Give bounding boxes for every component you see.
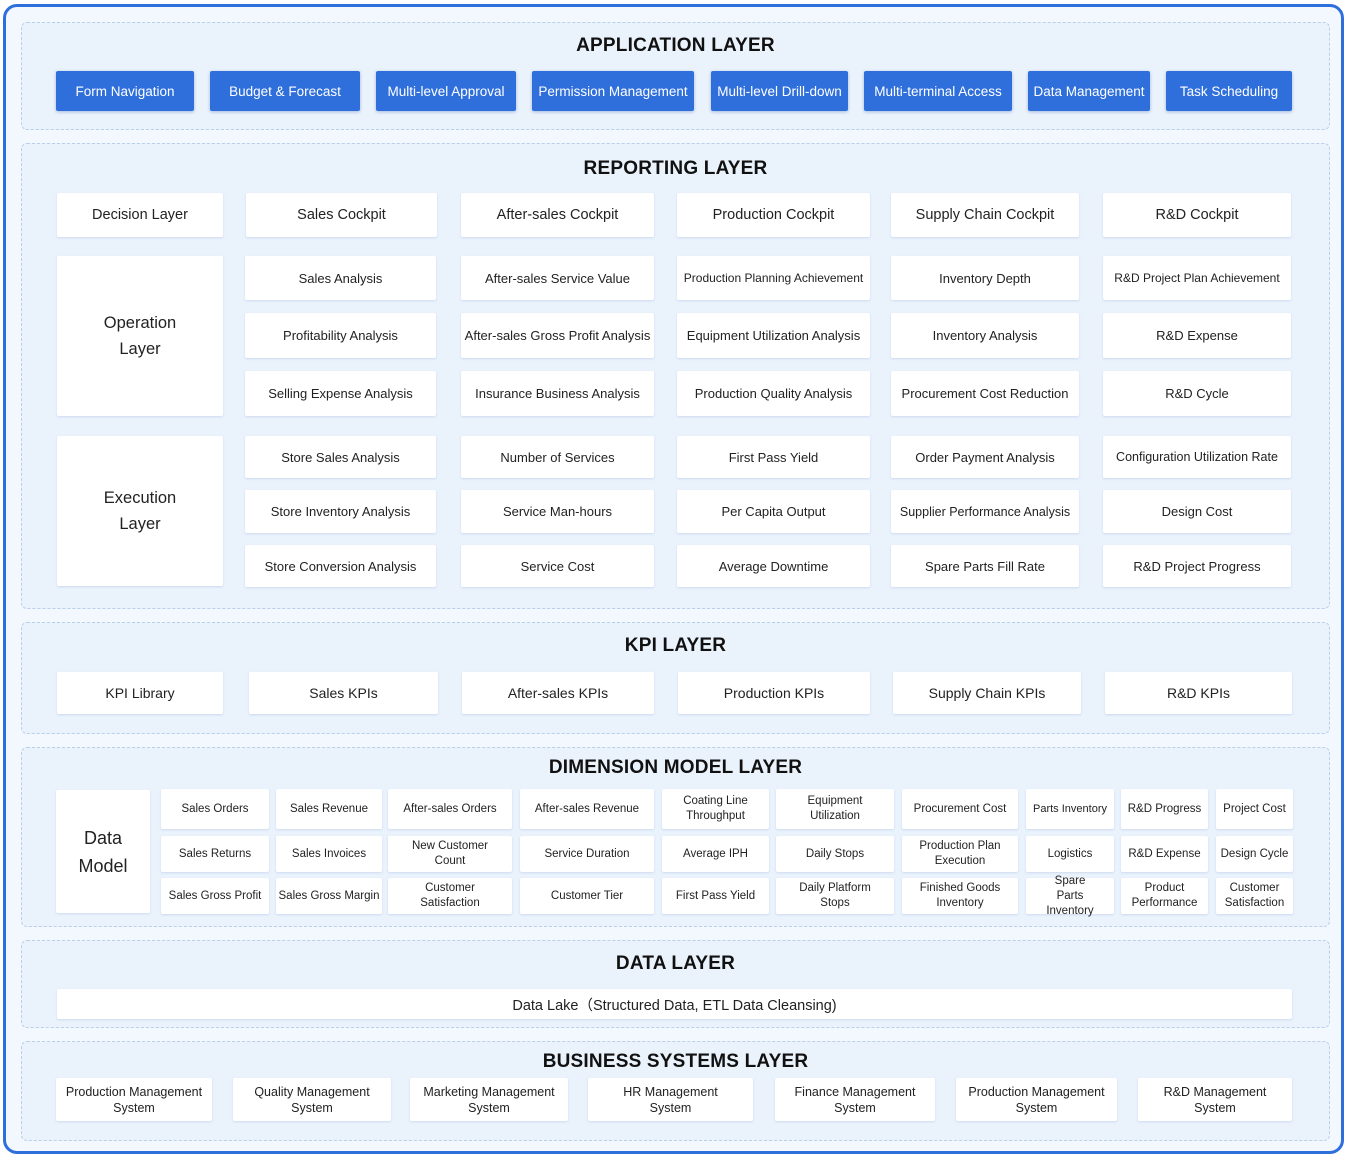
dimension-cell[interactable]: Sales Gross Margin bbox=[276, 878, 382, 914]
dimension-cell[interactable]: Service Duration bbox=[520, 836, 654, 872]
dimension-cell[interactable]: Production Plan Execution bbox=[902, 836, 1018, 872]
business-system-item[interactable]: R&D Management System bbox=[1138, 1078, 1292, 1121]
business-systems-layer-title: BUSINESS SYSTEMS LAYER bbox=[542, 1051, 809, 1072]
operation-cell[interactable]: Selling Expense Analysis bbox=[245, 371, 436, 416]
dimension-cell[interactable]: Procurement Cost bbox=[902, 789, 1018, 829]
execution-cell[interactable]: Number of Services bbox=[461, 436, 654, 478]
operation-cell[interactable]: Inventory Depth bbox=[891, 256, 1079, 300]
operation-layer-label: Operation Layer bbox=[57, 256, 223, 416]
app-item-multi-level-drill-down[interactable]: Multi-level Drill-down bbox=[711, 71, 848, 111]
execution-cell[interactable]: Design Cost bbox=[1103, 490, 1291, 533]
business-system-item[interactable]: Quality Management System bbox=[233, 1078, 391, 1121]
operation-cell[interactable]: Sales Analysis bbox=[245, 256, 436, 300]
dimension-cell[interactable]: Finished Goods Inventory bbox=[902, 878, 1018, 914]
reporting-layer-title: REPORTING LAYER bbox=[583, 158, 768, 179]
operation-cell[interactable]: R&D Expense bbox=[1103, 313, 1291, 358]
dimension-cell[interactable]: First Pass Yield bbox=[662, 878, 769, 914]
data-model-label: Data Model bbox=[56, 790, 150, 913]
operation-cell[interactable]: Inventory Analysis bbox=[891, 313, 1079, 358]
dimension-cell[interactable]: Customer Tier bbox=[520, 878, 654, 914]
reporting-header-after-sales-cockpit[interactable]: After-sales Cockpit bbox=[461, 193, 654, 237]
kpi-item-supply-chain[interactable]: Supply Chain KPIs bbox=[893, 672, 1081, 714]
execution-cell[interactable]: Order Payment Analysis bbox=[891, 436, 1079, 478]
dimension-cell[interactable]: Daily Stops bbox=[776, 836, 894, 872]
data-lake[interactable]: Data Lake（Structured Data, ETL Data Clea… bbox=[57, 989, 1292, 1019]
operation-cell[interactable]: Production Planning Achievement bbox=[677, 256, 870, 300]
dimension-cell[interactable]: Sales Orders bbox=[161, 789, 269, 829]
business-system-item[interactable]: HR Management System bbox=[588, 1078, 753, 1121]
dimension-cell[interactable]: Coating Line Throughput bbox=[662, 789, 769, 829]
reporting-header-production-cockpit[interactable]: Production Cockpit bbox=[677, 193, 870, 237]
dimension-cell[interactable]: Sales Gross Profit bbox=[161, 878, 269, 914]
business-system-item[interactable]: Marketing Management System bbox=[410, 1078, 568, 1121]
kpi-item-sales[interactable]: Sales KPIs bbox=[249, 672, 438, 714]
dimension-cell[interactable]: Project Cost bbox=[1216, 789, 1293, 829]
operation-cell[interactable]: Insurance Business Analysis bbox=[461, 371, 654, 416]
app-item-multi-terminal-access[interactable]: Multi-terminal Access bbox=[864, 71, 1012, 111]
execution-cell[interactable]: Configuration Utilization Rate bbox=[1103, 436, 1291, 478]
execution-cell[interactable]: Supplier Performance Analysis bbox=[891, 490, 1079, 533]
dimension-cell[interactable]: R&D Expense bbox=[1121, 836, 1208, 872]
reporting-header-rd-cockpit[interactable]: R&D Cockpit bbox=[1103, 193, 1291, 237]
kpi-item-rd[interactable]: R&D KPIs bbox=[1105, 672, 1292, 714]
dimension-cell[interactable]: R&D Progress bbox=[1121, 789, 1208, 829]
operation-cell[interactable]: Profitability Analysis bbox=[245, 313, 436, 358]
execution-layer-label: Execution Layer bbox=[57, 436, 223, 586]
dimension-cell[interactable]: Customer Satisfaction bbox=[388, 878, 512, 914]
dimension-cell[interactable]: Average IPH bbox=[662, 836, 769, 872]
operation-cell[interactable]: R&D Cycle bbox=[1103, 371, 1291, 416]
operation-cell[interactable]: Production Quality Analysis bbox=[677, 371, 870, 416]
app-item-multi-level-approval[interactable]: Multi-level Approval bbox=[376, 71, 516, 111]
application-layer-title: APPLICATION LAYER bbox=[576, 35, 775, 56]
operation-cell[interactable]: Procurement Cost Reduction bbox=[891, 371, 1079, 416]
dimension-cell[interactable]: Customer Satisfaction bbox=[1216, 878, 1293, 914]
execution-cell[interactable]: Store Inventory Analysis bbox=[245, 490, 436, 533]
execution-cell[interactable]: Per Capita Output bbox=[677, 490, 870, 533]
dimension-cell[interactable]: Logistics bbox=[1026, 836, 1114, 872]
execution-cell[interactable]: Store Conversion Analysis bbox=[245, 545, 436, 587]
dimension-model-layer-title: DIMENSION MODEL LAYER bbox=[548, 757, 803, 778]
execution-cell[interactable]: First Pass Yield bbox=[677, 436, 870, 478]
dimension-cell[interactable]: Sales Invoices bbox=[276, 836, 382, 872]
kpi-item-production[interactable]: Production KPIs bbox=[678, 672, 870, 714]
dimension-cell[interactable]: New Customer Count bbox=[388, 836, 512, 872]
dimension-cell[interactable]: After-sales Orders bbox=[388, 789, 512, 829]
execution-cell[interactable]: Store Sales Analysis bbox=[245, 436, 436, 478]
app-item-form-navigation[interactable]: Form Navigation bbox=[56, 71, 194, 111]
dimension-cell[interactable]: Parts Inventory bbox=[1026, 789, 1114, 829]
dimension-cell[interactable]: After-sales Revenue bbox=[520, 789, 654, 829]
app-item-data-management[interactable]: Data Management bbox=[1028, 71, 1150, 111]
reporting-header-decision-layer: Decision Layer bbox=[57, 193, 223, 237]
kpi-layer-title: KPI LAYER bbox=[624, 635, 727, 656]
kpi-item-library[interactable]: KPI Library bbox=[57, 672, 223, 714]
operation-cell[interactable]: R&D Project Plan Achievement bbox=[1103, 256, 1291, 300]
app-item-permission-management[interactable]: Permission Management bbox=[532, 71, 694, 111]
reporting-header-supply-chain-cockpit[interactable]: Supply Chain Cockpit bbox=[891, 193, 1079, 237]
operation-cell[interactable]: After-sales Service Value bbox=[461, 256, 654, 300]
execution-cell[interactable]: Service Man-hours bbox=[461, 490, 654, 533]
execution-cell[interactable]: Average Downtime bbox=[677, 545, 870, 587]
business-system-item[interactable]: Production Management System bbox=[956, 1078, 1117, 1121]
data-layer-title: DATA LAYER bbox=[615, 953, 736, 974]
reporting-header-sales-cockpit[interactable]: Sales Cockpit bbox=[246, 193, 437, 237]
operation-cell[interactable]: Equipment Utilization Analysis bbox=[677, 313, 870, 358]
app-item-budget-forecast[interactable]: Budget & Forecast bbox=[210, 71, 360, 111]
dimension-cell[interactable]: Sales Returns bbox=[161, 836, 269, 872]
execution-cell[interactable]: Service Cost bbox=[461, 545, 654, 587]
dimension-cell[interactable]: Daily Platform Stops bbox=[776, 878, 894, 914]
dimension-cell[interactable]: Design Cycle bbox=[1216, 836, 1293, 872]
app-item-task-scheduling[interactable]: Task Scheduling bbox=[1166, 71, 1292, 111]
execution-cell[interactable]: Spare Parts Fill Rate bbox=[891, 545, 1079, 587]
dimension-cell[interactable]: Product Performance bbox=[1121, 878, 1208, 914]
business-system-item[interactable]: Finance Management System bbox=[775, 1078, 935, 1121]
execution-cell[interactable]: R&D Project Progress bbox=[1103, 545, 1291, 587]
dimension-cell[interactable]: Equipment Utilization bbox=[776, 789, 894, 829]
kpi-item-after-sales[interactable]: After-sales KPIs bbox=[462, 672, 654, 714]
business-system-item[interactable]: Production Management System bbox=[56, 1078, 212, 1121]
dimension-cell[interactable]: Spare Parts Inventory bbox=[1026, 875, 1114, 917]
dimension-cell[interactable]: Sales Revenue bbox=[276, 789, 382, 829]
operation-cell[interactable]: After-sales Gross Profit Analysis bbox=[461, 313, 654, 358]
